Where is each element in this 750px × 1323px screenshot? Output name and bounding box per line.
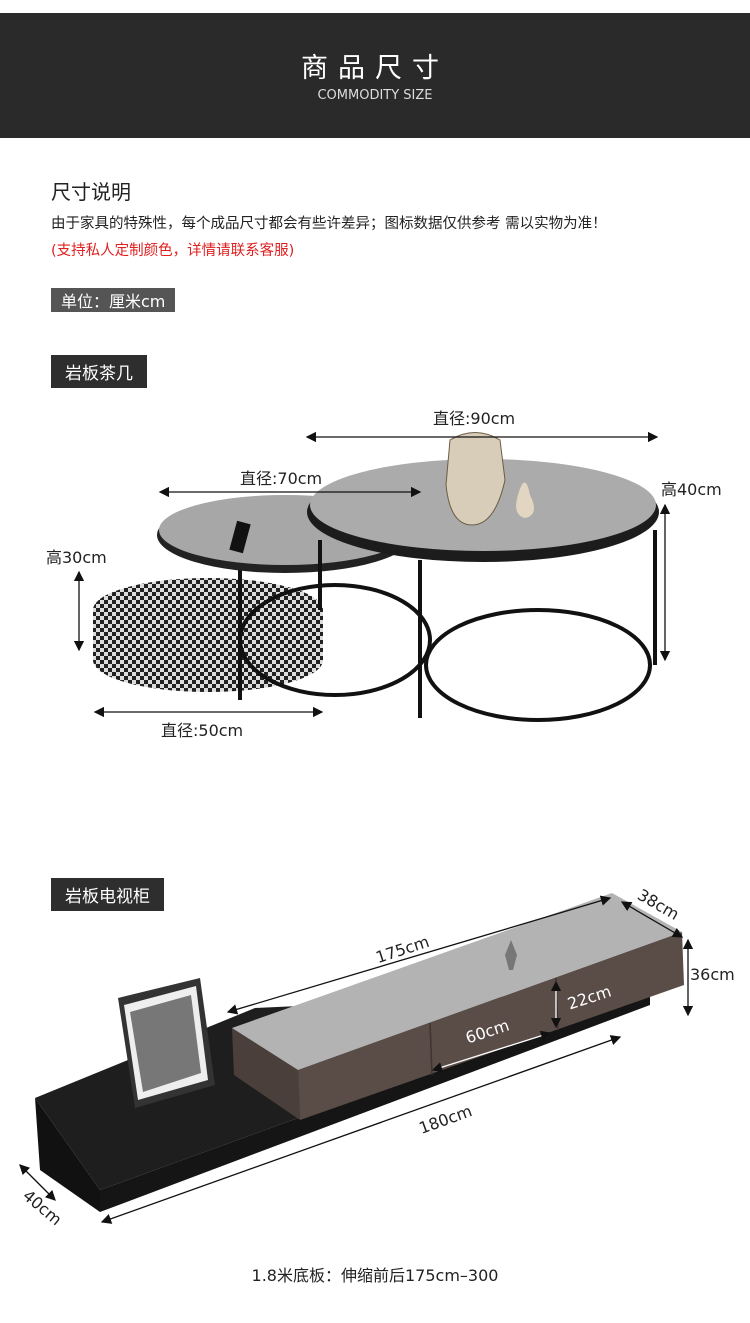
remote bbox=[229, 520, 251, 554]
label-small-diameter: 直径:70cm bbox=[240, 469, 323, 488]
notes-line1: 由于家具的特殊性，每个成品尺寸都会有些许差异；图标数据仅供参考 需以实物为准！ bbox=[51, 216, 607, 232]
label-height: 36cm bbox=[690, 965, 735, 984]
coffee-table-badge: 岩板茶几 bbox=[51, 355, 147, 388]
header-subtitle: COMMODITY SIZE bbox=[317, 88, 433, 103]
tv-dimension-lines bbox=[19, 895, 694, 1224]
label-large-diameter: 直径:90cm bbox=[433, 409, 516, 428]
label-large-height: 高40cm bbox=[661, 480, 722, 499]
header-title: 商品尺寸 bbox=[301, 53, 449, 84]
notes-heading: 尺寸说明 bbox=[51, 180, 131, 204]
coffee-table-illustration bbox=[93, 432, 659, 722]
tv-cabinet-illustration bbox=[35, 893, 684, 1212]
footnote: 1.8米底板：伸缩前后175cm–300 bbox=[251, 1266, 499, 1285]
notes-custom-color: (支持私人定制颜色，详情请联系客服) bbox=[51, 243, 295, 259]
unit-badge: 单位：厘米cm bbox=[51, 288, 176, 312]
tv-cabinet-badge: 岩板电视柜 bbox=[51, 878, 164, 911]
label-stool-diameter: 直径:50cm bbox=[161, 721, 244, 740]
label-small-height: 高30cm bbox=[46, 548, 107, 567]
coffee-table-dimension-lines bbox=[73, 431, 671, 718]
header-banner bbox=[0, 13, 750, 138]
